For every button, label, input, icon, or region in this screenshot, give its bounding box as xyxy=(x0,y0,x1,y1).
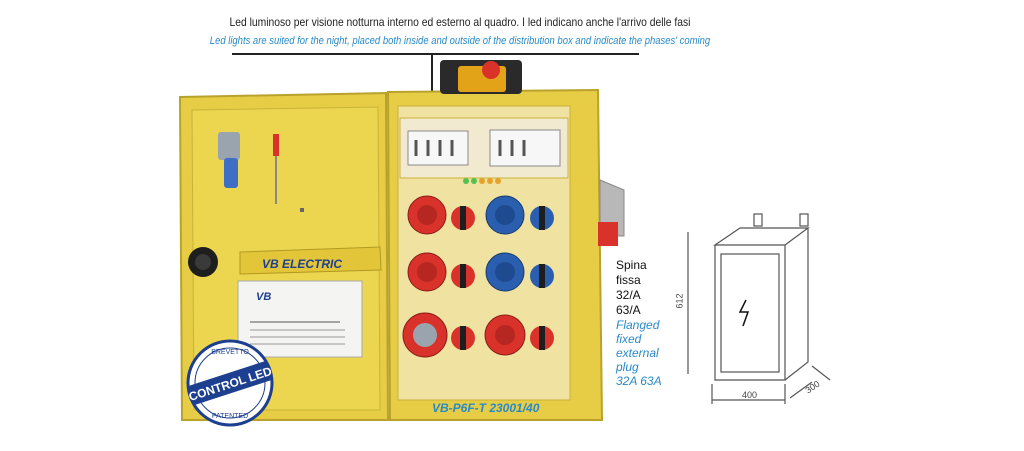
caption-pointer-line xyxy=(431,54,433,106)
label-logo: VB xyxy=(256,291,271,303)
plug-label-en-4: plug xyxy=(616,360,639,374)
dimension-width: 400 xyxy=(742,390,758,400)
tester-screwdriver xyxy=(273,134,279,204)
socket-red-1[interactable] xyxy=(407,195,447,235)
plug-label-en-5: 32A 63A xyxy=(616,374,662,388)
caption-english: Led lights are suited for the night, pla… xyxy=(209,35,711,47)
door-screw xyxy=(300,208,304,212)
switch-blue-1[interactable] xyxy=(530,206,554,230)
breaker-panel xyxy=(399,117,569,179)
socket-red-4[interactable] xyxy=(484,314,526,356)
plug-label-en-3: external xyxy=(616,346,659,360)
socket-blue-1[interactable] xyxy=(485,195,525,235)
badge-bottom-text: PATENTED xyxy=(212,413,248,420)
brand-logo: VB ELECTRIC xyxy=(262,257,342,271)
switch-red-3[interactable] xyxy=(451,326,475,350)
caption-underline xyxy=(232,53,639,55)
socket-blue-2[interactable] xyxy=(485,252,525,292)
socket-grid xyxy=(402,195,554,358)
caption-italian: Led luminoso per visione notturna intern… xyxy=(229,15,691,29)
dimension-height: 612 xyxy=(674,293,685,309)
external-plug[interactable] xyxy=(598,179,625,246)
plug-label-en-2: fixed xyxy=(616,332,642,346)
plug-label-line-4: 63/A xyxy=(616,303,641,317)
technical-drawing xyxy=(687,213,831,404)
door-lock-knob[interactable] xyxy=(188,247,218,277)
badge-top-text: BREVETTO xyxy=(211,349,249,356)
switch-red-4[interactable] xyxy=(530,326,554,350)
model-code: VB-P6F-T 23001/40 xyxy=(432,401,540,415)
brand-plate: VB ELECTRIC xyxy=(239,246,382,275)
switch-red-2[interactable] xyxy=(451,264,475,288)
switch-blue-2[interactable] xyxy=(530,264,554,288)
socket-red-2[interactable] xyxy=(407,252,447,292)
plug-label-line-1: Spina xyxy=(616,258,647,272)
switch-red-1[interactable] xyxy=(451,206,475,230)
control-led-badge: CONTROL LED BREVETTO PATENTED xyxy=(186,339,274,427)
spare-plug-holder xyxy=(218,132,240,188)
emergency-stop-button[interactable] xyxy=(440,60,522,94)
socket-red-3[interactable] xyxy=(402,312,448,358)
plug-label-line-2: fissa xyxy=(616,273,641,287)
plug-label-en-1: Flanged xyxy=(616,318,660,332)
plug-label-line-3: 32/A xyxy=(616,288,641,302)
info-label: VB xyxy=(237,280,363,358)
led-indicators xyxy=(463,178,501,184)
